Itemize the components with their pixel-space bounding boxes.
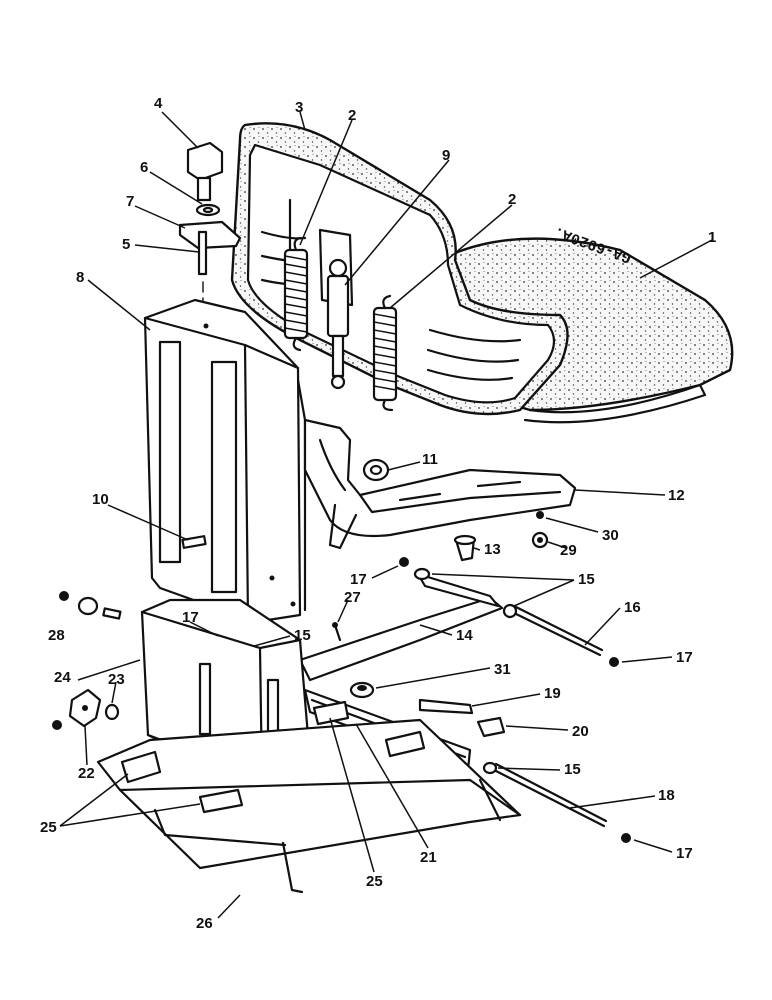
slide-block-right bbox=[384, 730, 426, 758]
callout-3: 3 bbox=[295, 99, 303, 116]
callout-27: 27 bbox=[344, 589, 361, 606]
callout-17-upper: 17 bbox=[350, 571, 367, 588]
slide-block-front bbox=[198, 788, 244, 814]
callout-25-left: 25 bbox=[40, 819, 57, 836]
rubber-stop bbox=[453, 534, 477, 562]
callout-21: 21 bbox=[420, 849, 437, 866]
callout-28: 28 bbox=[48, 627, 65, 644]
shock-absorber bbox=[326, 258, 350, 390]
callout-18: 18 bbox=[658, 787, 675, 804]
callout-15-upper: 15 bbox=[578, 571, 595, 588]
nut-30 bbox=[536, 511, 544, 519]
bolt-29 bbox=[531, 531, 549, 549]
callout-15-lower: 15 bbox=[564, 761, 581, 778]
slide-block-center bbox=[312, 700, 350, 726]
callout-15-left: 15 bbox=[294, 627, 311, 644]
wing-nut bbox=[68, 688, 102, 728]
base-frame bbox=[96, 718, 522, 894]
callout-30: 30 bbox=[602, 527, 619, 544]
callout-lines bbox=[59, 111, 713, 919]
screw-27 bbox=[332, 622, 342, 642]
spring-right bbox=[372, 294, 398, 412]
callout-17-right: 17 bbox=[676, 649, 693, 666]
seat-frame bbox=[303, 418, 577, 550]
callout-10: 10 bbox=[92, 491, 109, 508]
callout-6: 6 bbox=[140, 159, 148, 176]
seat-back bbox=[230, 122, 569, 416]
rail-19 bbox=[418, 698, 474, 715]
callout-8: 8 bbox=[76, 269, 84, 286]
callout-7: 7 bbox=[126, 193, 134, 210]
adjuster-bracket bbox=[178, 220, 242, 250]
bolt-10 bbox=[181, 535, 207, 549]
callout-12: 12 bbox=[668, 487, 685, 504]
callout-25-center: 25 bbox=[366, 873, 383, 890]
callout-20: 20 bbox=[572, 723, 589, 740]
pin-16 bbox=[502, 603, 604, 657]
callout-31: 31 bbox=[494, 661, 511, 678]
callout-14: 14 bbox=[456, 627, 473, 644]
roller-20 bbox=[476, 716, 506, 738]
callout-26: 26 bbox=[196, 915, 213, 932]
callout-4: 4 bbox=[154, 95, 163, 112]
adjuster-rod bbox=[197, 230, 208, 309]
callout-17-left: 17 bbox=[182, 609, 199, 626]
callout-17-lower: 17 bbox=[676, 845, 693, 862]
callout-29: 29 bbox=[560, 542, 577, 559]
bushing-11 bbox=[362, 458, 390, 482]
nut-left bbox=[52, 720, 62, 730]
callout-22: 22 bbox=[78, 765, 95, 782]
washer-23 bbox=[104, 703, 120, 721]
callout-2-right: 2 bbox=[508, 191, 516, 208]
callout-16: 16 bbox=[624, 599, 641, 616]
washer bbox=[195, 203, 221, 217]
bush-28 bbox=[59, 591, 122, 620]
part-number-labels: 1 2 2 3 4 5 6 7 8 9 10 11 12 13 14 15 15… bbox=[40, 95, 716, 932]
callout-5: 5 bbox=[122, 236, 130, 253]
callout-11: 11 bbox=[422, 451, 438, 468]
pin-18 bbox=[492, 762, 608, 828]
callout-13: 13 bbox=[484, 541, 501, 558]
callout-23: 23 bbox=[108, 671, 125, 688]
spring-left bbox=[283, 236, 309, 352]
callout-24: 24 bbox=[54, 669, 71, 686]
callout-9: 9 bbox=[442, 147, 450, 164]
callout-2-left: 2 bbox=[348, 107, 356, 124]
bushing-31 bbox=[349, 681, 375, 699]
suspension-housing bbox=[143, 298, 307, 624]
callout-1: 1 bbox=[708, 229, 716, 246]
adjuster-knob bbox=[186, 141, 224, 202]
callout-19: 19 bbox=[544, 685, 561, 702]
linkage-arm bbox=[298, 572, 504, 682]
